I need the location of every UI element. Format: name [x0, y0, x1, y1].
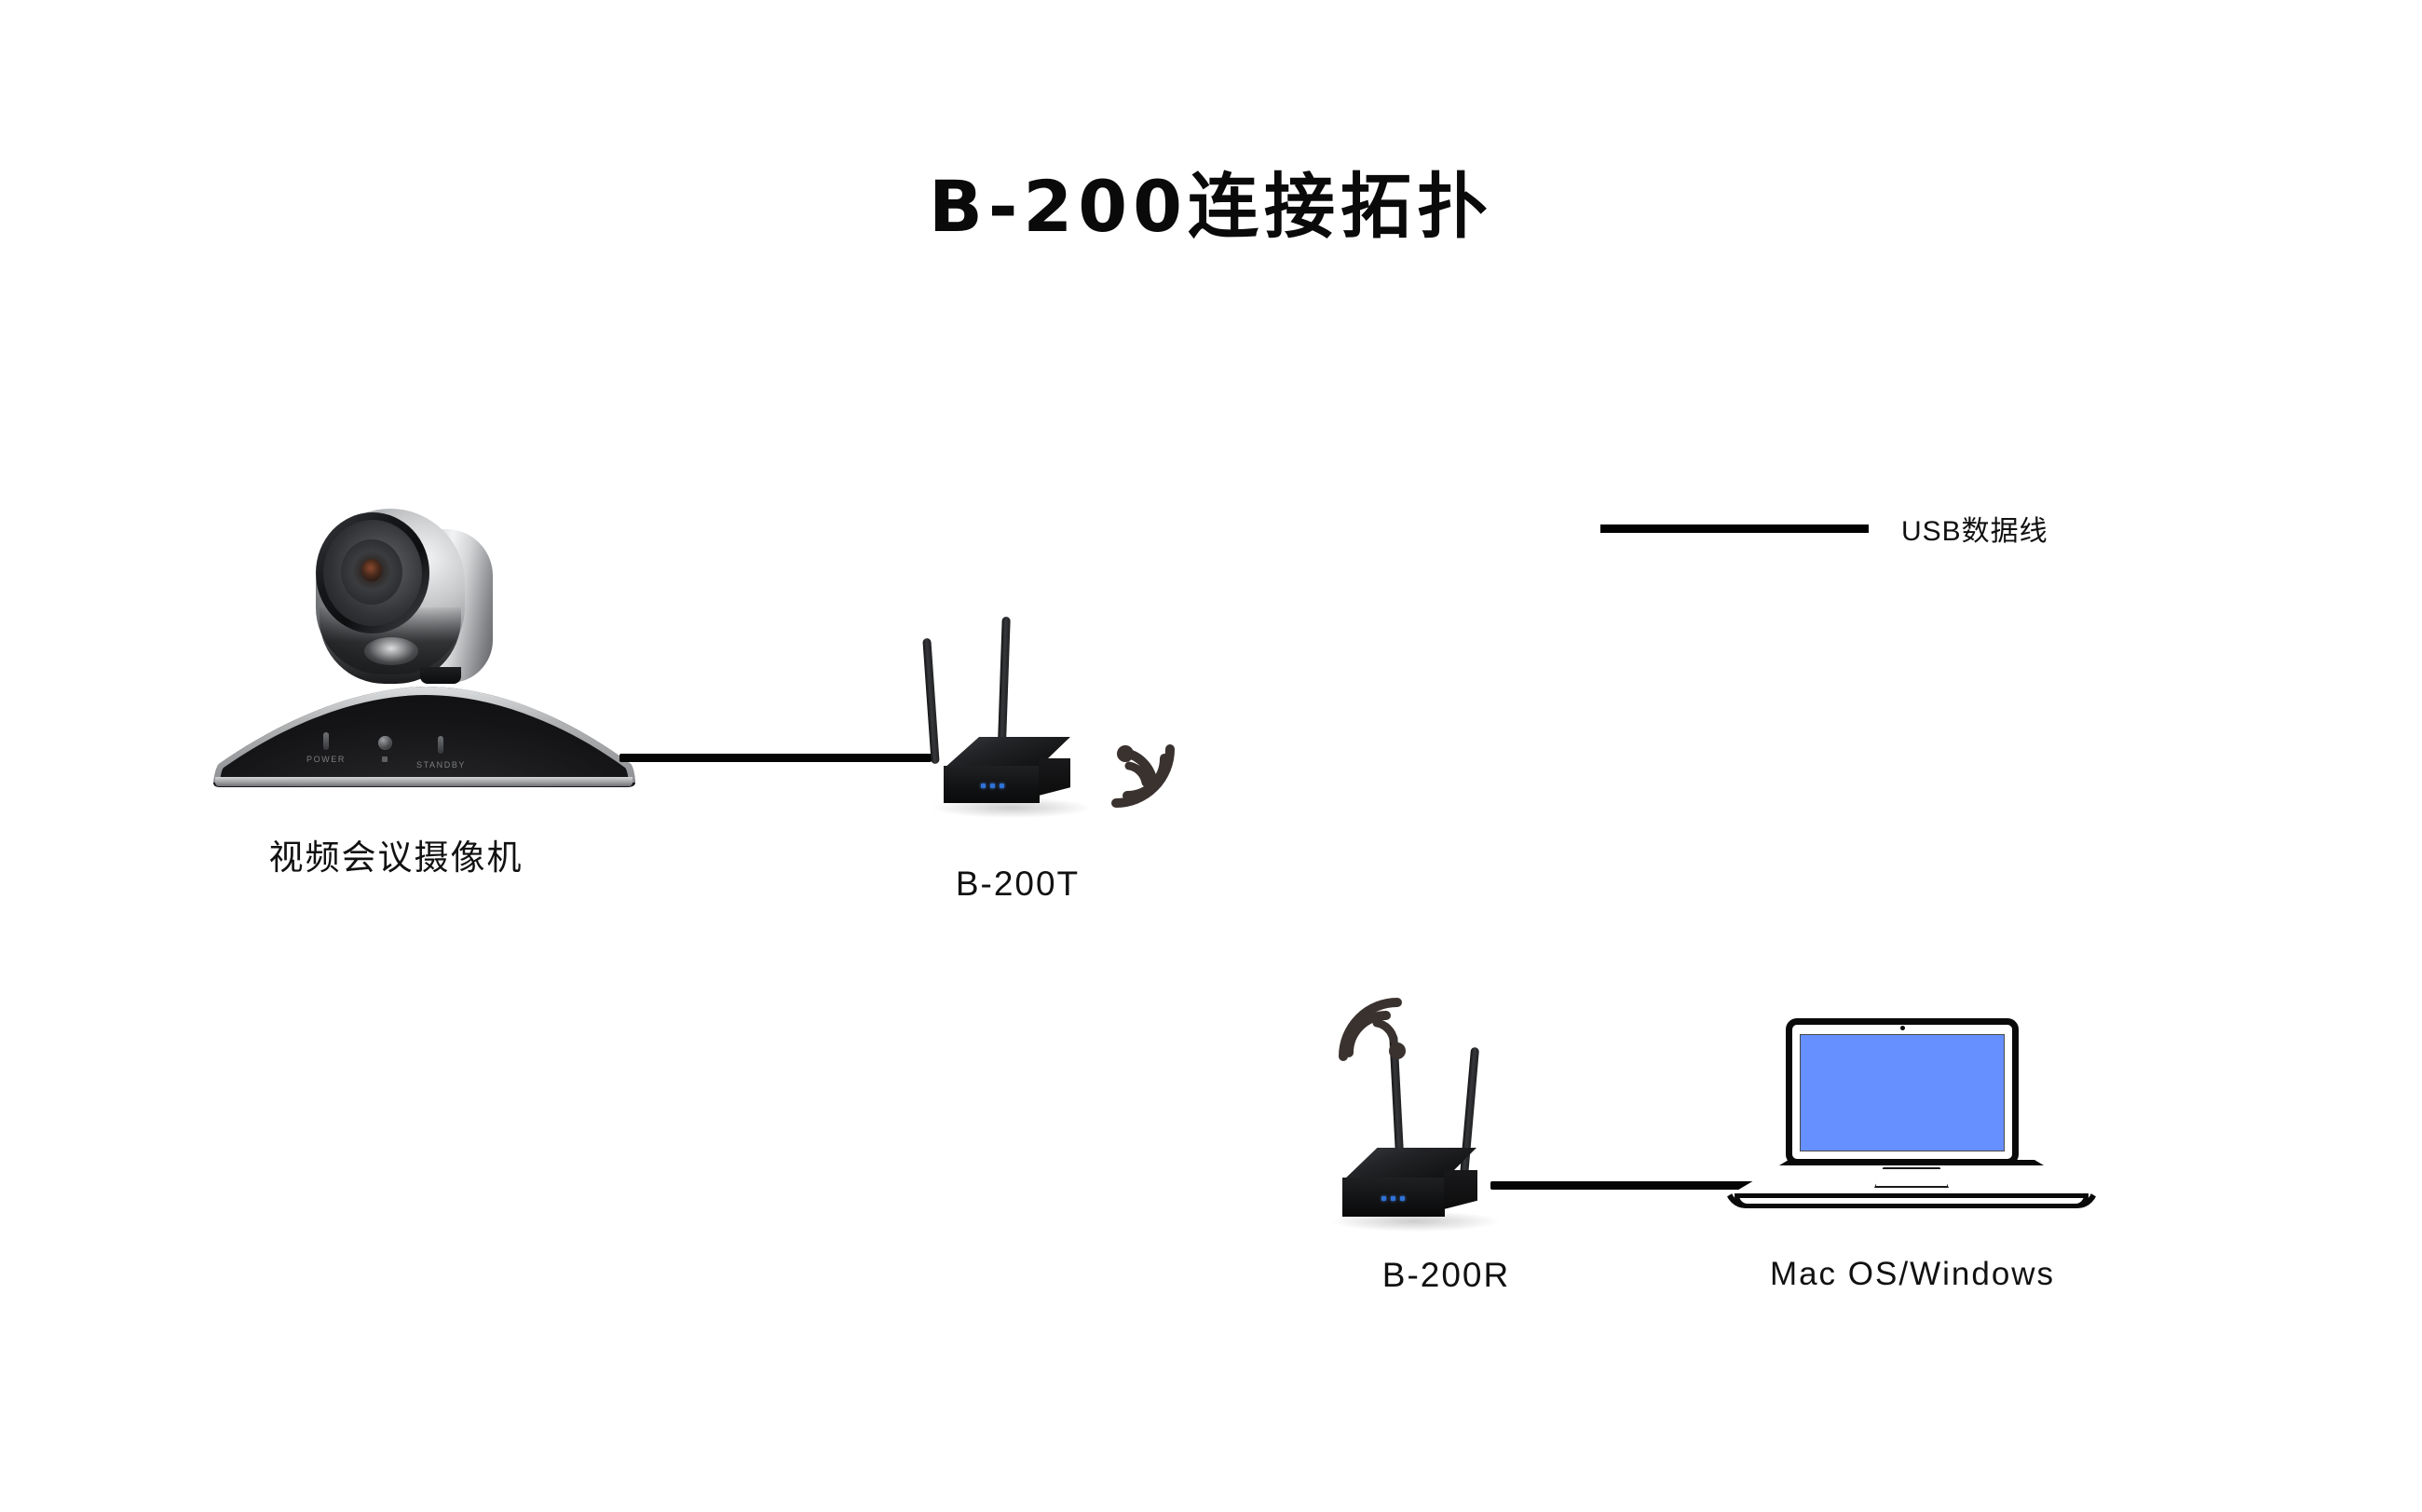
ir-receiver-marker-icon: [382, 756, 388, 762]
standby-led: [438, 736, 443, 754]
usb-cable-receiver-to-laptop: [1490, 1181, 1779, 1190]
legend-label: USB数据线: [1901, 516, 2048, 547]
legend: USB数据线: [1600, 508, 2048, 549]
camera-neck: [420, 667, 461, 684]
status-led-2: [990, 783, 995, 788]
laptop-base-lip: [1735, 1193, 2089, 1208]
status-led-1: [981, 783, 986, 788]
page-title: B-200连接拓扑: [928, 165, 1494, 248]
status-led-1: [1381, 1196, 1386, 1201]
laptop-label: Mac OS/Windows: [1769, 1256, 2056, 1292]
laptop-screen[interactable]: [1800, 1034, 2005, 1151]
power-caption: POWER: [306, 755, 347, 764]
b-200t-transmitter[interactable]: [918, 616, 1113, 824]
ir-receiver-icon: [378, 736, 392, 750]
laptop-computer[interactable]: [1725, 1018, 2098, 1219]
router-side-panel: [1444, 1170, 1477, 1209]
video-conference-camera[interactable]: POWER STANDBY: [210, 503, 638, 792]
b-200r-receiver[interactable]: [1327, 999, 1542, 1232]
usb-cable-camera-to-transmitter: [619, 754, 932, 762]
b-200r-label: B-200R: [1381, 1256, 1511, 1294]
standby-caption: STANDBY: [416, 760, 467, 770]
laptop-trackpad[interactable]: [1874, 1167, 1949, 1188]
router-side-panel: [1039, 758, 1070, 796]
antenna-left: [922, 637, 940, 765]
status-led-3: [1000, 783, 1004, 788]
legend-line-sample: [1600, 524, 1869, 533]
camera-label: 视频会议摄像机: [268, 838, 524, 877]
status-led-2: [1391, 1196, 1395, 1201]
status-led-3: [1400, 1196, 1405, 1201]
camera-base: [210, 678, 638, 788]
wifi-signal-icon-transmitter: [1109, 738, 1192, 821]
webcam-icon: [1900, 1026, 1905, 1030]
camera-collar-highlight: [364, 637, 418, 665]
camera-head: [310, 503, 493, 694]
b-200t-label: B-200T: [955, 865, 1081, 903]
power-led: [323, 732, 329, 750]
camera-base-foot: [215, 777, 633, 786]
camera-lens-aperture: [361, 559, 382, 581]
wifi-signal-icon-receiver: [1330, 988, 1416, 1076]
